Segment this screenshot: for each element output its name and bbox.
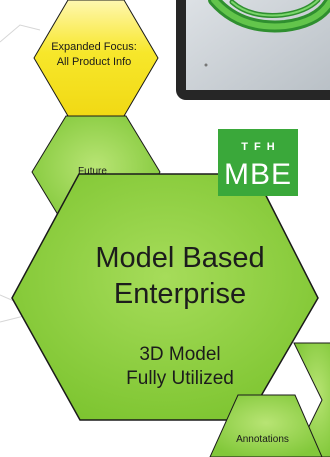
- 3d-model-illustration: [208, 0, 330, 33]
- badge-tfh-text: TFH: [241, 141, 281, 153]
- tablet-device: [176, 0, 330, 100]
- hexagon-partial-right[interactable]: [293, 342, 330, 457]
- hexagon-annotations[interactable]: [209, 394, 323, 457]
- subtitle-line1: 3D Model: [139, 344, 221, 365]
- tfh-mbe-badge: TFH MBE: [218, 129, 298, 196]
- subtitle-line2: Fully Utilized: [126, 368, 234, 389]
- model-based-enterprise-title: Model Based Enterprise: [42, 240, 318, 312]
- model-based-enterprise-subtitle: 3D Model Fully Utilized: [42, 343, 318, 391]
- expanded-focus-line2: All Product Info: [56, 56, 132, 68]
- expanded-focus-label: Expanded Focus: All Product Info: [34, 40, 154, 70]
- title-line1: Model Based: [95, 242, 265, 274]
- title-line2: Enterprise: [113, 278, 247, 310]
- expanded-focus-line1: Expanded Focus:: [51, 41, 137, 53]
- future-label: Future: [78, 166, 107, 177]
- badge-mbe-text: MBE: [223, 158, 292, 191]
- annotations-label: Annotations: [236, 434, 289, 445]
